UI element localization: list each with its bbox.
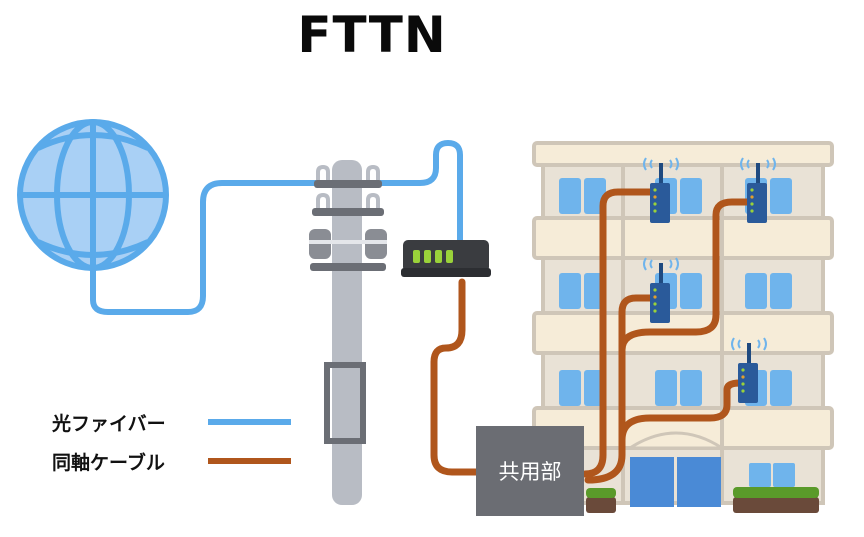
entrance-door bbox=[630, 457, 674, 507]
entrance-door bbox=[677, 457, 721, 507]
network-unit bbox=[401, 240, 491, 277]
wifi-router-icon bbox=[643, 257, 679, 323]
globe-icon bbox=[17, 119, 169, 271]
wifi-router-icon bbox=[643, 157, 679, 223]
utility-pole bbox=[309, 160, 387, 505]
status-leds bbox=[413, 250, 453, 263]
wifi-routers bbox=[643, 157, 776, 403]
shared-area-box bbox=[476, 426, 584, 516]
legend-fiber-label: 光ファイバー bbox=[52, 413, 166, 435]
wifi-router-icon bbox=[740, 157, 776, 223]
wifi-router-icon bbox=[731, 337, 767, 403]
shared-area-label: 共用部 bbox=[498, 460, 562, 484]
fiber-cable bbox=[90, 139, 463, 315]
planter bbox=[586, 497, 616, 513]
legend-coax-label: 同軸ケーブル bbox=[52, 452, 165, 474]
planter bbox=[733, 497, 819, 513]
coax-cables bbox=[430, 188, 751, 484]
page-title: FTTN bbox=[297, 6, 447, 64]
